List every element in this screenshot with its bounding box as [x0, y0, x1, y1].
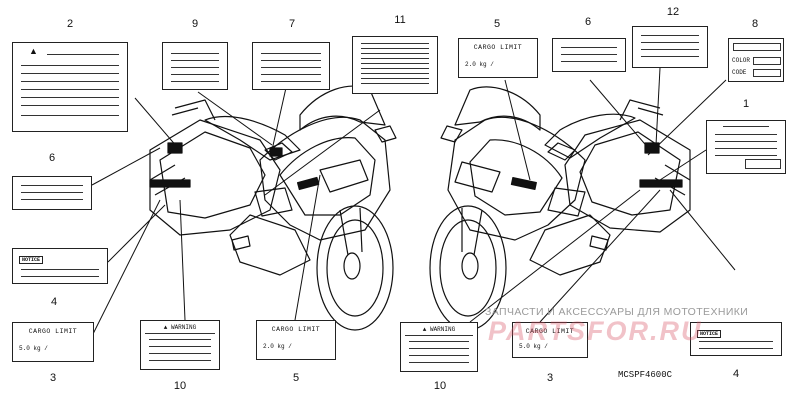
cargo-limit-title-right: CARGO LIMIT — [525, 328, 575, 335]
label-3-left-box: CARGO LIMIT 5.0 kg / — [12, 322, 94, 362]
label-8-box: COLOR CODE — [728, 38, 784, 82]
label-5-cargo-mid: CARGO LIMIT 2.0 kg / — [256, 320, 336, 360]
callout-1: 1 — [742, 98, 750, 110]
cargo-limit-value-mid: 2.0 kg / — [263, 343, 292, 350]
label-4-left-box: NOTICE — [12, 248, 108, 284]
label-4-right-box: NOTICE — [690, 322, 782, 356]
watermark-tagline: ЗАПЧАСТИ И АКСЕССУАРЫ ДЛЯ МОТОТЕХНИКИ — [485, 306, 749, 318]
warning-title-right: ▲ WARNING — [405, 326, 473, 336]
diagram-code: MCSPF4600C — [618, 370, 673, 380]
cargo-limit-value: 2.0 kg / — [465, 61, 494, 68]
cargo-limit-value-right: 5.0 kg / — [519, 343, 548, 350]
label-7-box — [252, 42, 330, 90]
callout-10-right: 10 — [433, 380, 447, 392]
label-6-top-box — [552, 38, 626, 72]
callout-12: 12 — [666, 6, 680, 18]
callout-5-top: 5 — [493, 18, 501, 30]
code-label: CODE — [732, 69, 747, 76]
callout-5-mid: 5 — [292, 372, 300, 384]
label-9-box — [162, 42, 228, 90]
label-6-left-box — [12, 176, 92, 210]
callout-4-right: 4 — [732, 368, 740, 380]
label-1-box — [706, 120, 786, 174]
callout-10-left: 10 — [173, 380, 187, 392]
label-10-right-box: ▲ WARNING — [400, 322, 478, 372]
callout-11: 11 — [394, 14, 406, 26]
label-10-left-box: ▲ WARNING — [140, 320, 220, 370]
color-label: COLOR — [732, 57, 751, 64]
watermark-logo: PARTSFOR.RU — [488, 316, 703, 346]
cargo-limit-title-mid: CARGO LIMIT — [271, 326, 321, 333]
leader-lines — [91, 67, 736, 337]
callout-6-top: 6 — [584, 16, 592, 28]
callout-9: 9 — [191, 18, 199, 30]
warning-triangle-icon: ▲ — [163, 324, 171, 331]
right-motorcycle — [429, 86, 691, 331]
cargo-limit-value-left: 5.0 kg / — [19, 345, 48, 352]
callout-7: 7 — [288, 18, 296, 30]
label-12-box — [632, 26, 708, 68]
callout-4-left: 4 — [50, 296, 58, 308]
warning-title: ▲ WARNING — [145, 324, 215, 334]
callout-6-left: 6 — [48, 152, 56, 164]
notice-title-right: NOTICE — [697, 330, 722, 338]
label-3-right-box: CARGO LIMIT 5.0 kg / — [512, 322, 588, 358]
label-2-box: ▲ — [12, 42, 128, 132]
cargo-limit-title-left: CARGO LIMIT — [28, 328, 78, 335]
warning-triangle-icon: ▲ — [422, 326, 430, 333]
callout-3-right: 3 — [546, 372, 554, 384]
warning-triangle-icon: ▲ — [29, 46, 38, 56]
cargo-limit-title: CARGO LIMIT — [473, 44, 523, 51]
label-11-box — [352, 36, 438, 94]
callout-3-left: 3 — [49, 372, 57, 384]
callout-8: 8 — [751, 18, 759, 30]
left-motorcycle — [149, 85, 397, 331]
notice-title: NOTICE — [19, 256, 44, 264]
callout-2: 2 — [66, 18, 74, 30]
label-5-cargo-top: CARGO LIMIT 2.0 kg / — [458, 38, 538, 78]
